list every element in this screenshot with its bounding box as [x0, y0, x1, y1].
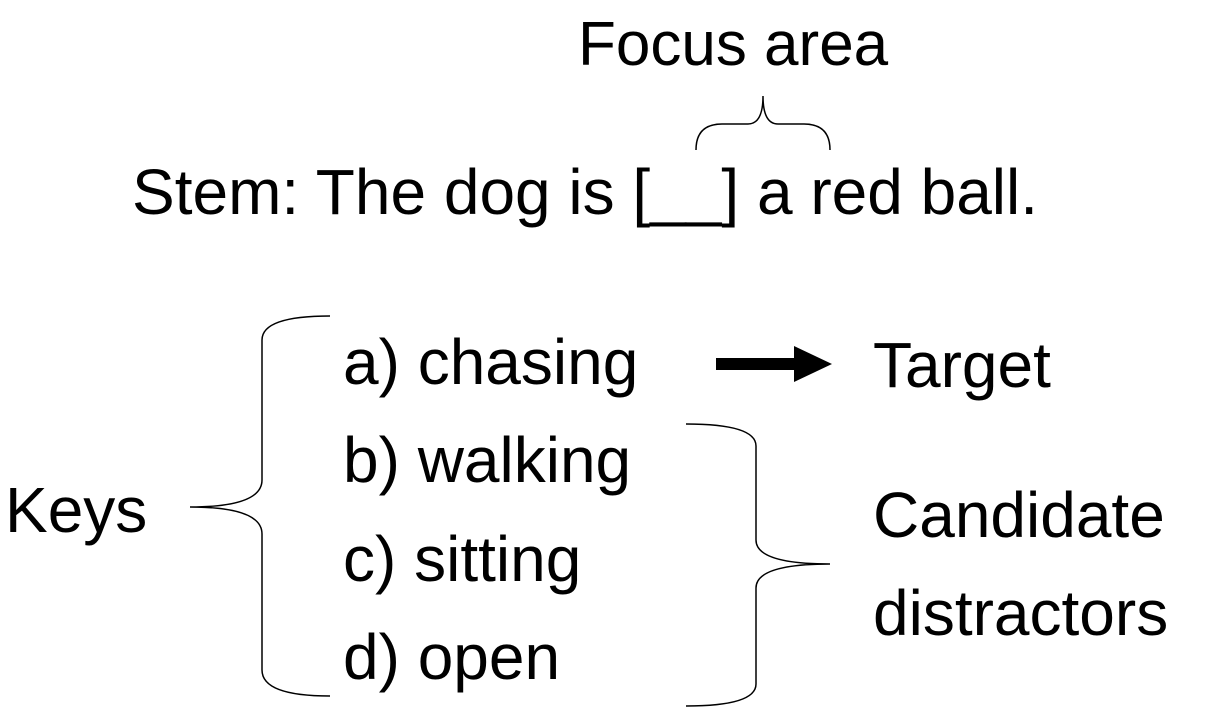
- option-b: b) walking: [343, 424, 632, 496]
- arrow-to-target: [716, 346, 832, 382]
- keys-label: Keys: [5, 474, 148, 546]
- keys-brace: [189, 315, 331, 697]
- candidate-label-line2: distractors: [873, 577, 1169, 649]
- focus-area-label: Focus area: [578, 10, 889, 79]
- candidate-label-line1: Candidate: [873, 479, 1165, 551]
- distractors-brace: [685, 423, 831, 707]
- option-a: a) chasing: [343, 326, 639, 398]
- option-d: d) open: [343, 621, 561, 693]
- target-label: Target: [873, 329, 1051, 401]
- stem-sentence: Stem: The dog is [__] a red ball.: [132, 156, 1038, 228]
- option-c: c) sitting: [343, 523, 582, 595]
- focus-area-brace: [695, 95, 831, 151]
